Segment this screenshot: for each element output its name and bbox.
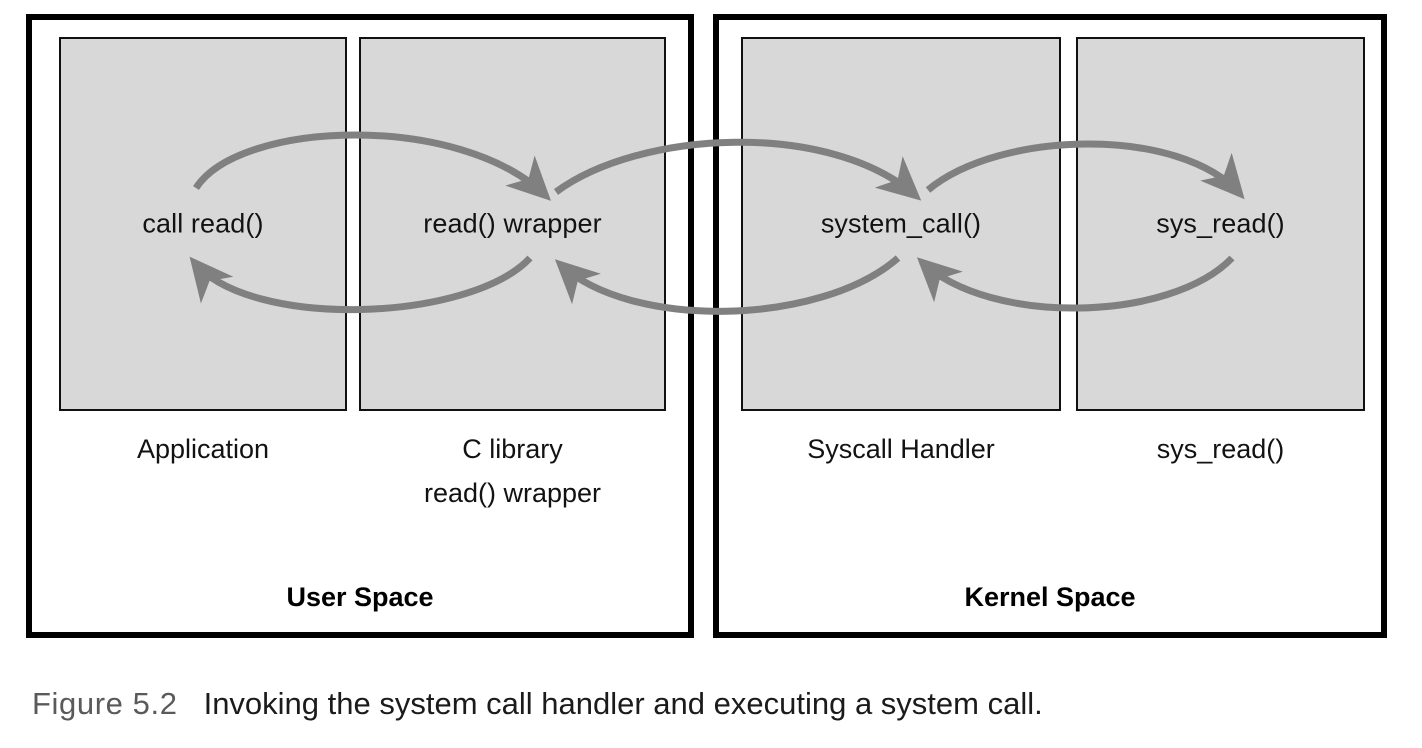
under-label-c-library: C library read() wrapper: [359, 428, 666, 515]
under-label-c-library-line1: C library: [462, 434, 563, 464]
under-label-syscall-handler: Syscall Handler: [741, 428, 1061, 472]
component-label-sys-read: sys_read(): [1156, 208, 1285, 239]
component-box-sys-read[interactable]: sys_read(): [1076, 37, 1365, 411]
figure-caption: Figure 5.2 Invoking the system call handl…: [32, 686, 1043, 722]
user-space-title: User Space: [286, 582, 434, 612]
component-box-application[interactable]: call read(): [59, 37, 347, 411]
under-label-application-line1: Application: [136, 434, 270, 464]
component-box-syscall-handler[interactable]: system_call(): [741, 37, 1061, 411]
component-label-c-library: read() wrapper: [423, 208, 602, 239]
figure-caption-text: Invoking the system call handler and exe…: [203, 686, 1043, 721]
under-label-c-library-line2: read() wrapper: [423, 477, 602, 508]
component-label-application: call read(): [142, 208, 264, 239]
component-label-syscall-handler: system_call(): [820, 208, 982, 239]
under-label-sys-read: sys_read(): [1076, 428, 1365, 472]
under-label-syscall-handler-line1: Syscall Handler: [807, 434, 995, 464]
component-box-c-library[interactable]: read() wrapper: [359, 37, 666, 411]
kernel-space-title: Kernel Space: [964, 582, 1136, 612]
figure-number: Figure 5.2: [32, 686, 178, 721]
under-label-sys-read-line1: sys_read(): [1156, 434, 1285, 464]
under-label-application: Application: [59, 428, 347, 472]
